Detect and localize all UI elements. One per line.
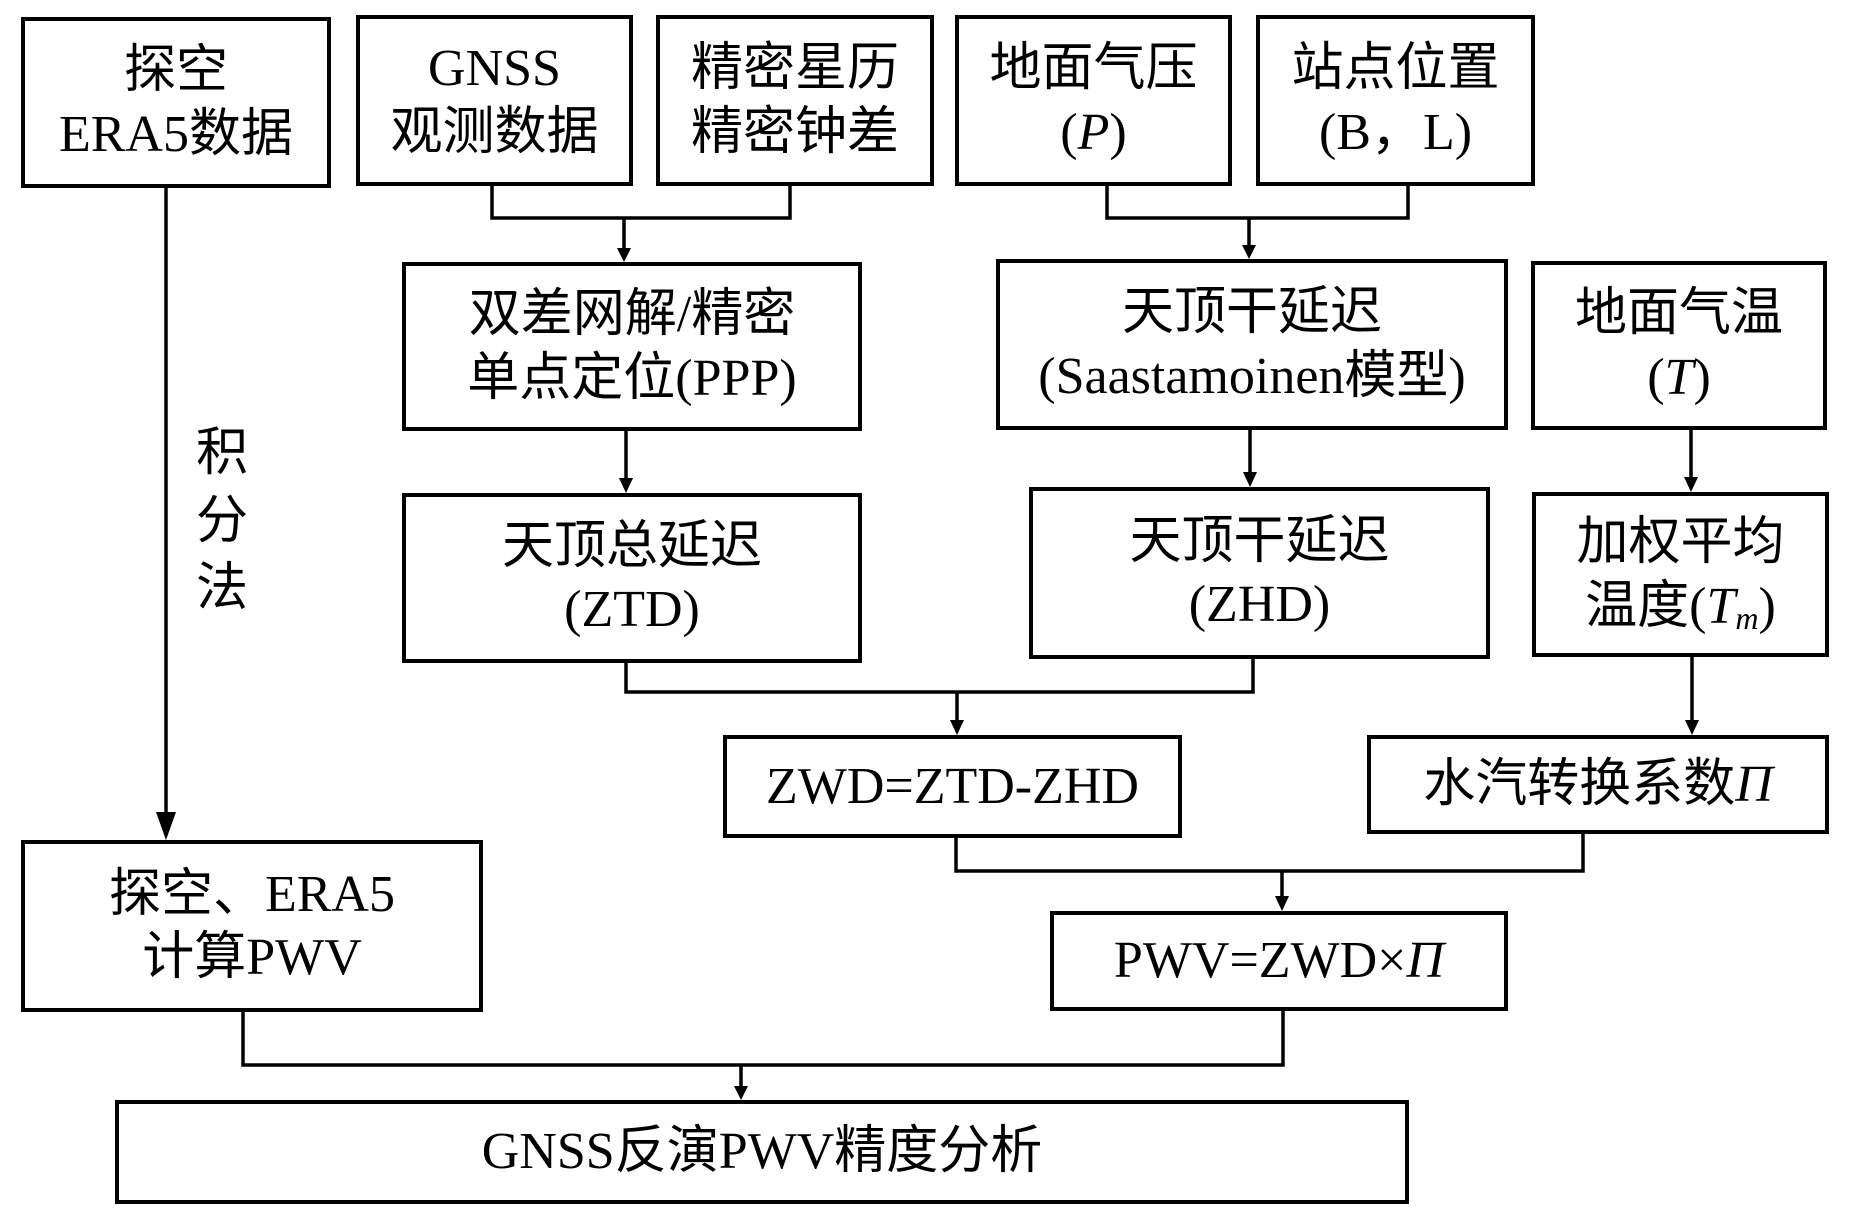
box-accuracy-analysis: GNSS反演PWV精度分析 xyxy=(115,1100,1409,1204)
paren: ) xyxy=(1693,348,1711,406)
box-line: 探空、ERA5 xyxy=(108,865,395,923)
box-line: (ZHD) xyxy=(1188,576,1331,633)
prefix: 温度( xyxy=(1585,577,1707,635)
box-line: 精密星历 xyxy=(690,40,899,98)
variable-pi: Π xyxy=(1735,755,1773,813)
box-conversion-factor: 水汽转换系数Π xyxy=(1367,735,1829,834)
arrowhead-to-zwd xyxy=(950,720,964,735)
arrowhead-to-analysis xyxy=(734,1086,748,1100)
arrowhead-to-zhd-model xyxy=(1242,245,1256,259)
paren: ( xyxy=(1647,348,1665,406)
box-line: GNSS反演PWV精度分析 xyxy=(481,1123,1043,1181)
variable-t: T xyxy=(1664,348,1694,406)
variable-pi: Π xyxy=(1406,932,1445,990)
box-line: 天顶干延迟 xyxy=(1129,512,1390,570)
box-line: (Saastamoinen模型) xyxy=(1038,347,1466,405)
box-line: PWV=ZWD×Π xyxy=(1114,929,1444,992)
box-line: 双差网解/精密 xyxy=(468,286,796,344)
variable-p: P xyxy=(1077,103,1110,161)
box-line: 天顶干延迟 xyxy=(1121,284,1382,342)
box-station-position: 站点位置 (B，L) xyxy=(1256,15,1535,186)
box-line: 天顶总延迟 xyxy=(501,517,762,575)
box-sounding-era5-pwv: 探空、ERA5 计算PWV xyxy=(21,840,483,1012)
arrowhead-integration xyxy=(156,812,176,840)
box-line: (T) xyxy=(1647,346,1711,409)
connector-zwd-factor xyxy=(954,834,1585,873)
box-line: 站点位置 xyxy=(1291,40,1500,98)
arrowhead-to-ppp xyxy=(617,248,631,262)
box-line: 加权平均 xyxy=(1576,514,1785,572)
paren: ) xyxy=(1109,103,1127,161)
box-pwv-equation: PWV=ZWD×Π xyxy=(1050,911,1508,1011)
label-char: 积 xyxy=(195,425,248,482)
box-line: (B，L) xyxy=(1318,103,1473,161)
box-line: GNSS xyxy=(428,40,561,98)
box-line: 单点定位(PPP) xyxy=(467,349,797,407)
box-line: 水汽转换系数Π xyxy=(1423,753,1773,816)
box-line: 地面气压 xyxy=(989,40,1198,98)
box-line: 地面气温 xyxy=(1574,285,1783,343)
box-line: ERA5数据 xyxy=(58,105,293,163)
box-surface-pressure: 地面气压 (P) xyxy=(955,15,1232,186)
box-line: 观测数据 xyxy=(390,103,599,161)
label-char: 法 xyxy=(195,560,248,618)
connector-gnss-orbit xyxy=(490,186,792,220)
box-line: 探空 xyxy=(123,42,228,100)
paren: ( xyxy=(1060,103,1078,161)
arrowhead-to-pwv xyxy=(1275,896,1289,911)
label: 水汽转换系数 xyxy=(1423,755,1736,813)
arrowhead-temp-tm xyxy=(1684,477,1698,492)
label: PWV=ZWD× xyxy=(1113,932,1407,990)
box-surface-temperature: 地面气温 (T) xyxy=(1531,261,1827,430)
label-char: 分 xyxy=(195,492,248,550)
box-zhd: 天顶干延迟 (ZHD) xyxy=(1029,487,1490,659)
variable-t: T xyxy=(1706,577,1736,635)
subscript-m: m xyxy=(1735,599,1759,636)
box-line: ZWD=ZTD-ZHD xyxy=(766,757,1139,815)
arrowhead-tm-factor xyxy=(1685,720,1699,735)
box-gnss-observation: GNSS 观测数据 xyxy=(356,15,633,186)
box-sounding-era5-data: 探空 ERA5数据 xyxy=(21,17,331,188)
box-ddnet-ppp: 双差网解/精密 单点定位(PPP) xyxy=(402,262,862,431)
box-line: 精密钟差 xyxy=(690,103,899,161)
box-precise-orbit-clock: 精密星历 精密钟差 xyxy=(656,15,934,186)
box-line: (ZTD) xyxy=(564,581,700,638)
connector-pressure-position xyxy=(1105,186,1410,220)
box-weighted-mean-temperature: 加权平均 温度(Tm) xyxy=(1532,492,1829,657)
arrowhead-model-zhd xyxy=(1243,472,1257,487)
paren: ) xyxy=(1758,577,1776,635)
box-line: 温度(Tm) xyxy=(1585,575,1776,638)
box-zhd-saastamoinen: 天顶干延迟 (Saastamoinen模型) xyxy=(996,259,1508,430)
arrowhead-ppp-ztd xyxy=(619,478,633,493)
box-line: (P) xyxy=(1060,101,1126,164)
integration-method-label: 积 分 法 xyxy=(192,420,252,623)
connector-ztd-zhd xyxy=(624,659,1255,694)
box-zwd-equation: ZWD=ZTD-ZHD xyxy=(723,735,1182,838)
box-line: 计算PWV xyxy=(142,929,362,986)
box-ztd: 天顶总延迟 (ZTD) xyxy=(402,493,862,663)
connector-pwv-compare xyxy=(241,1011,1285,1067)
